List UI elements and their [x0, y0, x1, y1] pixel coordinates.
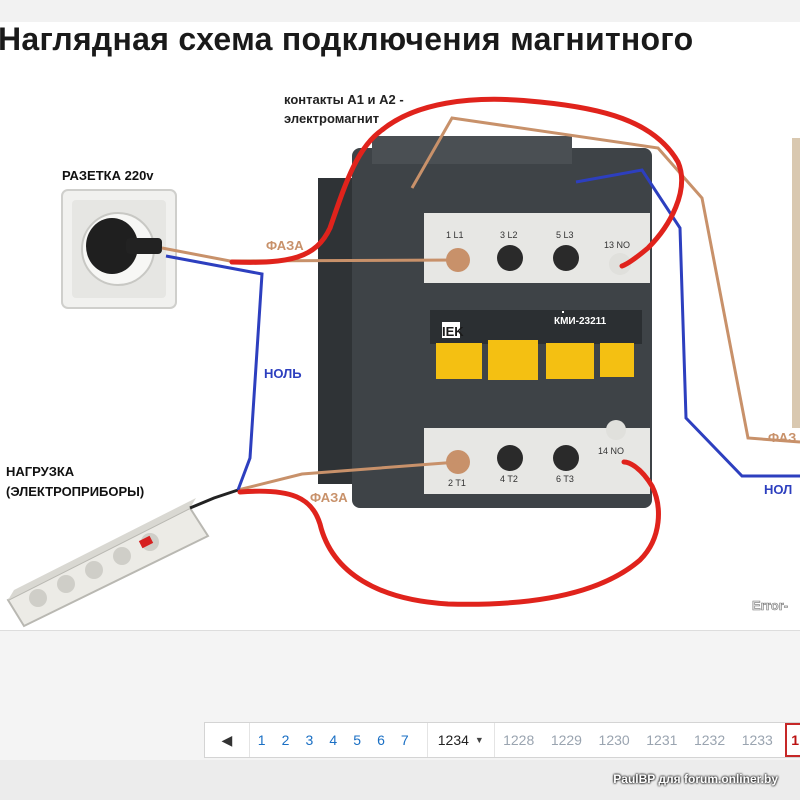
- wiring-diagram: IEK КМИ-23211 1 L1 3 L2 5 L3 13 NO 2 T1 …: [6, 92, 800, 628]
- bottom-bar: [0, 760, 800, 800]
- page-link-3[interactable]: 3: [305, 732, 314, 748]
- neutral-wires: [165, 168, 800, 491]
- phase-label-bottom: ФАЗА: [310, 490, 348, 505]
- credit-watermark: PaulBP для forum.onliner.by: [613, 772, 778, 786]
- page-link-1232[interactable]: 1232: [693, 732, 726, 748]
- neutral-label-right: НОЛ: [764, 482, 792, 497]
- model-label: КМИ-23211: [554, 316, 607, 327]
- below-strip: [0, 630, 800, 719]
- page-link-1233[interactable]: 1233: [741, 732, 773, 748]
- watermark: Error-: [752, 598, 788, 613]
- page-link-1228[interactable]: 1228: [503, 732, 535, 748]
- terminal-top-1: 1 L1: [446, 230, 464, 240]
- terminal-top-3: 5 L3: [556, 230, 574, 240]
- page-link-5[interactable]: 5: [353, 732, 361, 748]
- terminal-bottom-1: 2 T1: [448, 478, 466, 488]
- diagram-area: IEK КМИ-23211 1 L1 3 L2 5 L3 13 NO 2 T1 …: [0, 78, 800, 630]
- power-strip: [6, 488, 239, 628]
- page-link-1231[interactable]: 1231: [646, 732, 678, 748]
- page-link-1230[interactable]: 1230: [598, 732, 630, 748]
- neutral-label: НОЛЬ: [264, 366, 302, 381]
- page-link-2[interactable]: 2: [281, 732, 290, 748]
- page-link-6[interactable]: 6: [377, 732, 385, 748]
- prev-page-icon[interactable]: ◀: [205, 723, 250, 757]
- socket-label: РАЗЕТКА 220v: [62, 168, 154, 183]
- brand-label: IEK: [442, 324, 464, 339]
- terminal-top-4: 13 NO: [604, 240, 630, 250]
- page-link-1[interactable]: 1: [257, 732, 266, 748]
- contacts-label-2: электромагнит: [284, 111, 379, 126]
- drawn-loops: [229, 96, 685, 607]
- page-select-value: 1234: [437, 732, 469, 748]
- page-link-1229[interactable]: 1229: [550, 732, 582, 748]
- contactor: [318, 136, 652, 508]
- load-label-2: (ЭЛЕКТРОПРИБОРЫ): [6, 484, 144, 499]
- phase-label-top: ФАЗА: [266, 238, 304, 253]
- contacts-label-1: контакты А1 и А2 -: [284, 92, 404, 107]
- page-select[interactable]: 1234 ▼: [426, 723, 495, 757]
- terminal-top-2: 3 L2: [500, 230, 518, 240]
- title-box: [0, 22, 800, 79]
- right-photo-edge: [792, 138, 800, 428]
- page-link-4[interactable]: 4: [329, 732, 338, 748]
- current-page: 1: [785, 723, 800, 757]
- load-label-1: НАГРУЗКА: [6, 464, 75, 479]
- wall-socket: [61, 189, 177, 309]
- phase-label-right: ФАЗ: [768, 430, 796, 445]
- terminal-bottom-2: 4 T2: [500, 474, 518, 484]
- chevron-down-icon: ▼: [474, 735, 484, 745]
- pagination: ◀ 1 2 3 4 5 6 7 1234 ▼ 1228 1229 1230 12…: [204, 722, 800, 758]
- terminal-bottom-3: 6 T3: [556, 474, 574, 484]
- page-link-7[interactable]: 7: [400, 732, 409, 748]
- page-title: Наглядная схема подключения магнитного: [0, 21, 694, 57]
- terminal-bottom-4: 14 NO: [598, 446, 624, 456]
